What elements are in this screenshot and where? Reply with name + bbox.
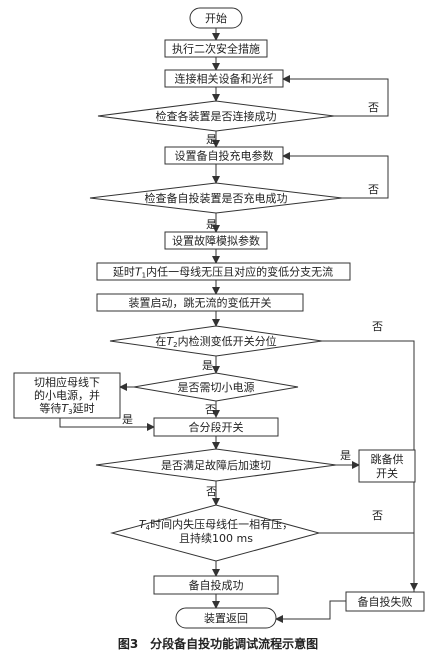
- line-t2-no: [322, 340, 415, 592]
- set-fault-params-label: 设置故障模拟参数: [172, 234, 260, 248]
- figure-caption: 图3 分段备自投功能调试流程示意图: [118, 636, 318, 651]
- decision-cut-power: [133, 372, 299, 402]
- connect-devices-label: 连接相关设备和光纤: [175, 72, 274, 86]
- check-connection-label: 检查各装置是否连接成功: [156, 109, 277, 123]
- return-terminal: [175, 607, 277, 629]
- loop-charge-no: [282, 152, 389, 199]
- step-connect-devices: [164, 69, 284, 88]
- decision-check-t2: [109, 325, 323, 357]
- label-no-t4: 否: [372, 509, 383, 522]
- step-device-start: [96, 293, 304, 312]
- set-charge-params-label: 设置备自投充电参数: [175, 149, 274, 163]
- label-yes-t2: 是: [202, 359, 213, 372]
- side-cut-line2: 的小电源，并: [34, 388, 100, 402]
- check-t2-label: 在T2内检测变低开关分位: [155, 334, 276, 349]
- step-fail: [345, 591, 425, 612]
- accel-trip-label: 是否满足故障后加速切: [161, 458, 271, 472]
- delay-t1-label: 延时T1内任一母线无压且对应的变低分支无流: [113, 265, 333, 280]
- label-no-charge: 否: [368, 183, 379, 196]
- decision-t4-voltage: [110, 504, 321, 562]
- label-no-accel: 否: [206, 485, 217, 498]
- label-no-t2: 否: [372, 320, 383, 333]
- step-cut-small-power: [13, 372, 121, 419]
- trip-standby-line2: 开关: [376, 466, 398, 480]
- step-close-section: [153, 417, 279, 437]
- decision-check-charge: [89, 182, 343, 214]
- close-section-label: 合分段开关: [189, 420, 244, 434]
- check-charge-label: 检查备自投装置是否充电成功: [145, 191, 288, 205]
- return-label: 装置返回: [204, 612, 248, 625]
- fail-label: 备自投失败: [358, 595, 413, 609]
- success-label: 备自投成功: [189, 578, 244, 592]
- arrow-fail-to-return: [275, 600, 346, 623]
- t4-line2: 且持续100 ms: [179, 531, 253, 545]
- label-yes-accel: 是: [340, 449, 351, 462]
- label-no-connection: 否: [368, 101, 379, 114]
- step-secondary-safety: [164, 39, 268, 58]
- secondary-safety-label: 执行二次安全措施: [172, 42, 260, 56]
- trip-standby-line1: 跳备供: [371, 452, 404, 466]
- label-yes-cut: 是: [122, 413, 133, 426]
- t4-line1: T4时间内失压母线任一相有压，: [139, 517, 293, 532]
- start-terminal: [189, 7, 243, 29]
- decision-check-connection: [97, 100, 335, 132]
- side-cut-line3: 等待T3延时: [39, 401, 94, 416]
- label-yes-connection: 是: [206, 133, 217, 146]
- arrow-side-to-close: [59, 418, 155, 431]
- step-set-fault-params: [164, 231, 268, 250]
- side-cut-line1: 切相应母线下: [34, 375, 100, 389]
- device-start-label: 装置启动，跳无流的变低开关: [129, 296, 272, 310]
- step-delay-t1: [96, 262, 351, 281]
- label-yes-charge: 是: [206, 218, 217, 231]
- step-set-charge-params: [164, 146, 284, 165]
- step-success: [153, 575, 279, 595]
- step-trip-standby: [358, 449, 416, 483]
- start-label: 开始: [205, 11, 227, 25]
- loop-connection-no: [282, 75, 389, 117]
- label-no-cut: 否: [205, 403, 216, 416]
- cut-power-label: 是否需切小电源: [178, 380, 255, 394]
- decision-accel-trip: [95, 448, 337, 482]
